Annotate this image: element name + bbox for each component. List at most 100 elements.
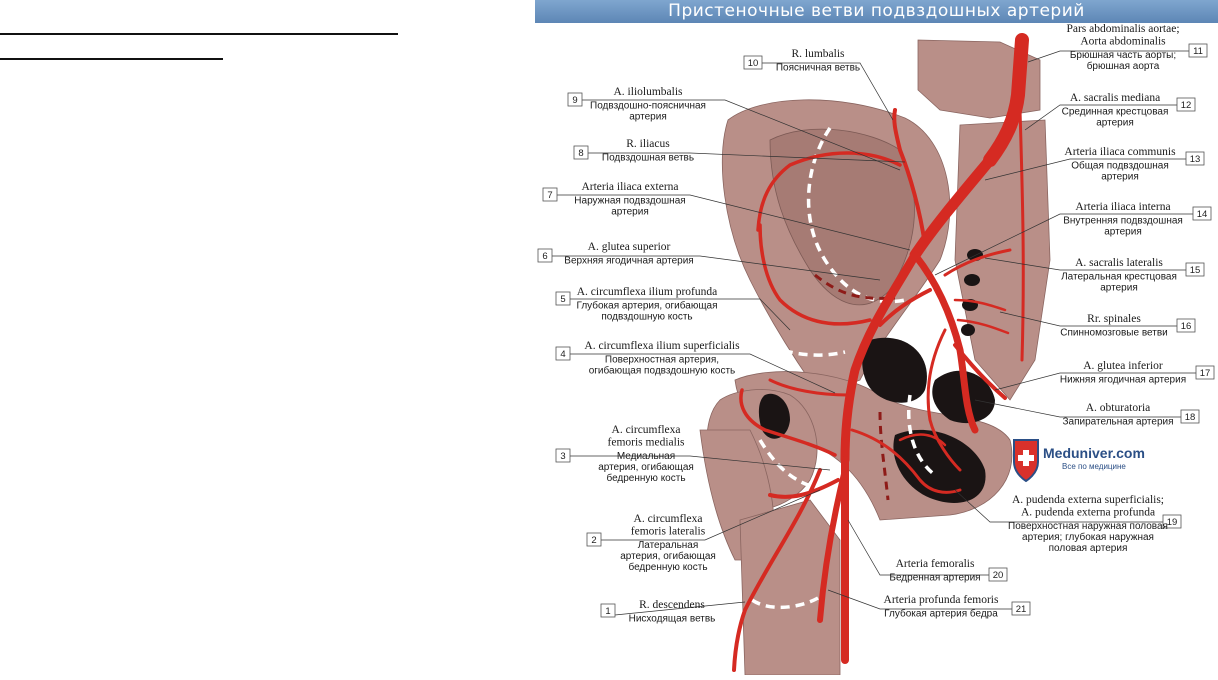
callout-number-box (1185, 262, 1205, 277)
russian-name: Подвздошно-поясничная (590, 101, 706, 112)
callout-number: 3 (560, 451, 565, 462)
callout-number: 10 (748, 58, 759, 69)
callout-number: 1 (605, 606, 610, 617)
callout-number-box (600, 603, 616, 618)
latin-name: A. pudenda externa profunda (1021, 507, 1155, 519)
callout-number: 15 (1190, 265, 1201, 276)
leader-line (758, 62, 894, 121)
deep-circumflex-iliac (758, 223, 872, 326)
obturator-branch (898, 433, 947, 447)
leader-line (552, 255, 881, 281)
aorta (983, 33, 1029, 167)
callout-number: 7 (547, 190, 552, 201)
callout-number: 11 (1193, 46, 1203, 57)
latin-name: femoris lateralis (631, 526, 706, 538)
russian-name: Латеральная (638, 540, 699, 551)
latin-name: A. sacralis mediana (1070, 92, 1160, 104)
spinal-branch (956, 318, 1010, 335)
callout-number-box (1176, 318, 1196, 333)
russian-name: Брюшная часть аорты; (1070, 50, 1176, 61)
femur-shaft (739, 499, 841, 676)
latin-name: Arteria profunda femoris (884, 594, 999, 606)
callout-number-box (573, 145, 589, 160)
iliacus-outline (806, 127, 906, 304)
external-iliac (840, 250, 920, 465)
leader-line (954, 489, 1163, 523)
median-sacral (1018, 108, 1025, 362)
callout-number-box (555, 346, 571, 361)
leader-line (984, 158, 1186, 181)
callout-number-box (567, 92, 583, 107)
leader-line (570, 353, 836, 394)
callout-number: 16 (1181, 321, 1192, 332)
latin-name: A. circumflexa (612, 424, 681, 436)
callout-19: 19A. pudenda externa superficialis;A. pu… (954, 489, 1182, 554)
callout-number-box (537, 248, 553, 263)
latin-name: Aorta abdominalis (1080, 36, 1166, 48)
latin-name: R. lumbalis (791, 48, 845, 60)
callout-number: 19 (1167, 517, 1178, 528)
russian-name: Срединная крестцовая (1062, 107, 1169, 118)
latin-name: Arteria femoralis (896, 558, 975, 570)
leader-line (1024, 104, 1177, 131)
russian-name: Поверхностная наружная половая (1008, 521, 1168, 532)
latin-name: A. glutea inferior (1083, 360, 1163, 372)
latin-name: Pars abdominalis aortae; (1066, 23, 1179, 35)
callout-4: 4A. circumflexa ilium superficialisПовер… (555, 340, 836, 394)
knee-outline (751, 596, 819, 610)
meduniver-watermark: Meduniver.com Все по медицине (1013, 439, 1145, 483)
callout-number-box (1176, 97, 1196, 112)
russian-name: Поясничная ветвь (776, 63, 860, 74)
callout-number-box (988, 567, 1008, 582)
latin-name: femoris medialis (608, 437, 685, 449)
callout-number-box (1162, 514, 1182, 529)
underline-long (0, 33, 398, 35)
superficial-circumflex (768, 378, 850, 397)
sacrum (954, 119, 1051, 401)
sacral-foramen (964, 274, 980, 286)
callout-number-box (1011, 601, 1031, 616)
callout-number-box (586, 532, 602, 547)
lateral-sacral (943, 248, 1012, 277)
leader-line (557, 194, 911, 251)
femoral-gap (758, 393, 790, 439)
deep-femoral (817, 467, 848, 623)
latin-name: Arteria iliaca externa (581, 181, 678, 193)
thigh-outline (878, 411, 890, 501)
callout-number: 2 (591, 535, 596, 546)
callout-number: 5 (560, 294, 565, 305)
russian-name: Глубокая артерия бедра (884, 608, 998, 620)
arteries (732, 33, 1029, 672)
russian-name: Общая подвздошная (1071, 160, 1169, 172)
russian-name: артерия; глубокая наружная (1022, 531, 1154, 543)
leader-line (934, 213, 1193, 276)
russian-name: Наружная подвздошная (574, 196, 685, 207)
callout-number: 9 (572, 95, 577, 106)
russian-name: Поверхностная артерия, (605, 355, 719, 366)
callout-number: 17 (1200, 368, 1211, 379)
leader-line (827, 589, 1012, 610)
russian-name: Верхняя ягодичная артерия (564, 256, 693, 267)
russian-name: артерия (1096, 118, 1134, 129)
latin-name: R. iliacus (626, 138, 670, 150)
callout-number-box (1192, 206, 1212, 221)
russian-name: артерия (629, 112, 667, 123)
latin-name: A. circumflexa ilium superficialis (584, 340, 740, 352)
descending-branch (732, 468, 822, 672)
russian-name: Нижняя ягодичная артерия (1060, 375, 1186, 386)
russian-name: Нисходящая ветвь (629, 614, 716, 625)
sacral-foramen (961, 324, 975, 336)
callout-number-box (1185, 151, 1205, 166)
callout-number: 18 (1185, 412, 1196, 423)
russian-name: артерия (1104, 227, 1142, 238)
